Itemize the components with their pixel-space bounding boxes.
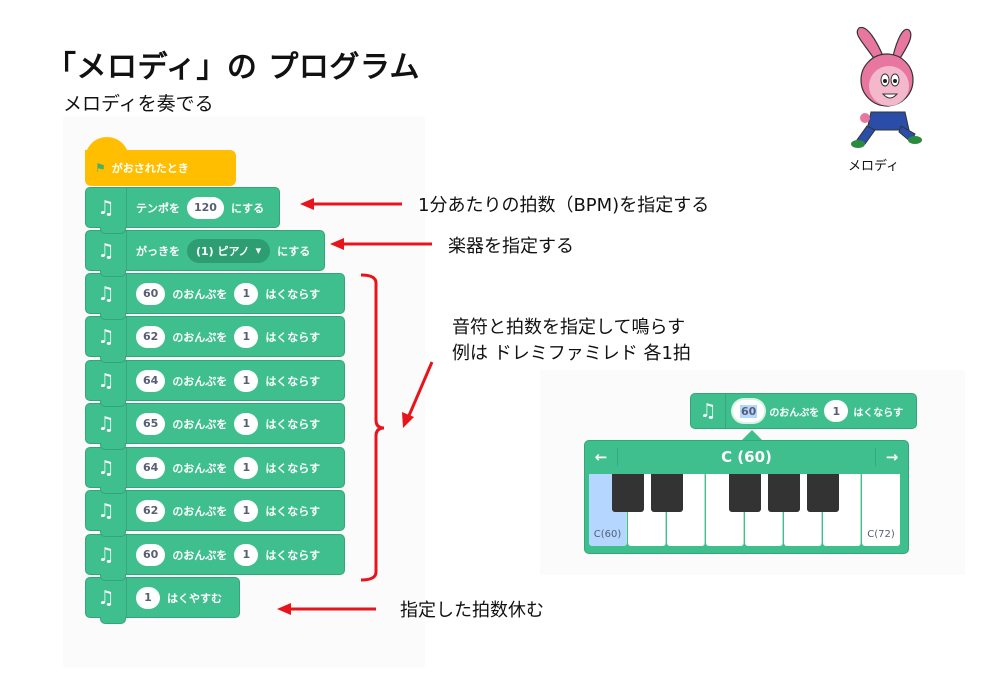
block-text: はくならす [265, 287, 321, 301]
key-label: C(60) [593, 529, 622, 540]
play-note-block[interactable]: ♫ 65 のおんぷを 1 はくならす [85, 403, 345, 450]
note-input[interactable]: 62 [136, 499, 166, 522]
note-input[interactable]: 64 [136, 369, 166, 392]
music-notes-icon: ♫ [86, 404, 127, 443]
beats-input[interactable]: 1 [234, 456, 259, 479]
page-title: 「メロディ」の プログラム [46, 50, 420, 85]
play-note-block[interactable]: ♫ 64 のおんぷを 1 はくならす [85, 360, 345, 407]
block-text: はくやすむ [167, 591, 222, 605]
piano-picker: ← C (60) → C(60) C(72) [584, 440, 909, 554]
green-flag-icon: ⚑ [95, 161, 106, 175]
tempo-input[interactable]: 120 [187, 196, 224, 219]
music-notes-icon: ♫ [86, 448, 127, 487]
instrument-value: (1) ピアノ [196, 244, 250, 258]
music-notes-icon: ♫ [691, 394, 726, 428]
note-input[interactable]: 65 [136, 412, 166, 435]
set-tempo-block[interactable]: ♫ テンポを 120 にする [85, 187, 280, 234]
block-text: のおんぷを [172, 330, 228, 344]
beats-input[interactable]: 1 [234, 412, 259, 435]
set-instrument-block[interactable]: ♫ がっきを (1) ピアノ ▾ にする [85, 230, 325, 277]
octave-down-arrow-icon[interactable]: ← [585, 448, 618, 466]
block-text: はくならす [265, 374, 321, 388]
beats-input[interactable]: 1 [234, 282, 259, 305]
octave-up-arrow-icon[interactable]: → [875, 448, 908, 466]
block-text: はくならす [853, 407, 904, 419]
when-flag-clicked-block[interactable]: ⚑ がおされたとき [85, 137, 236, 187]
block-text: のおんぷを [769, 407, 820, 419]
selected-note-label: C (60) [721, 448, 772, 466]
beats-input[interactable]: 1 [234, 369, 259, 392]
beats-input[interactable]: 1 [824, 400, 849, 422]
block-text: はくならす [265, 417, 321, 431]
notes-annotation-line1: 音符と拍数を指定して鳴らす [452, 317, 686, 338]
white-key-c72[interactable]: C(72) [862, 474, 900, 546]
block-text: はくならす [265, 504, 321, 518]
block-text: テンポを [136, 201, 180, 215]
play-note-block[interactable]: ♫ 60 のおんぷを 1 はくならす [85, 273, 345, 320]
key-label: C(72) [867, 529, 895, 540]
block-text: にする [230, 201, 265, 215]
note-input-selected[interactable]: 60 [733, 400, 765, 422]
black-key[interactable] [612, 474, 644, 512]
instrument-dropdown[interactable]: (1) ピアノ ▾ [187, 238, 271, 263]
black-key[interactable] [768, 474, 800, 512]
play-note-block[interactable]: ♫ 64 のおんぷを 1 はくならす [85, 447, 345, 494]
tempo-annotation: 1分あたりの拍数（BPM)を指定する [418, 195, 710, 216]
note-value: 60 [740, 404, 758, 418]
music-notes-icon: ♫ [86, 188, 127, 227]
mascot-name: メロディ [848, 159, 900, 174]
instrument-annotation: 楽器を指定する [448, 236, 574, 257]
block-text: のおんぷを [172, 417, 228, 431]
play-note-block[interactable]: ♫ 62 のおんぷを 1 はくならす [85, 316, 345, 363]
notes-annotation-line2: 例は ドレミファミレド 各1拍 [452, 343, 691, 364]
chevron-down-icon: ▾ [255, 244, 262, 257]
notes-arrow [406, 361, 434, 419]
beats-input[interactable]: 1 [234, 543, 259, 566]
play-note-block[interactable]: ♫ 62 のおんぷを 1 はくならす [85, 490, 345, 537]
music-notes-icon: ♫ [86, 231, 127, 270]
black-key[interactable] [729, 474, 761, 512]
music-notes-icon: ♫ [86, 317, 127, 356]
piano-keys: C(60) C(72) [589, 474, 904, 546]
hat-label: がおされたとき [111, 162, 189, 175]
music-notes-icon: ♫ [86, 361, 127, 400]
block-text: のおんぷを [172, 504, 228, 518]
page-subtitle: メロディを奏でる [63, 93, 214, 115]
beats-input[interactable]: 1 [234, 325, 259, 348]
block-text: にする [277, 244, 311, 258]
play-note-block-example[interactable]: ♫ 60 のおんぷを 1 はくならす [690, 393, 917, 429]
black-key[interactable] [651, 474, 683, 512]
mascot-rabbit-icon [851, 26, 922, 148]
rest-block[interactable]: ♫ 1 はくやすむ [85, 577, 240, 624]
music-notes-icon: ♫ [86, 535, 127, 574]
beats-input[interactable]: 1 [234, 499, 259, 522]
block-text: がっきを [136, 244, 180, 258]
block-text: のおんぷを [172, 461, 228, 475]
block-text: のおんぷを [172, 374, 228, 388]
block-text: はくならす [265, 330, 321, 344]
block-text: のおんぷを [172, 548, 228, 562]
block-text: はくならす [265, 461, 321, 475]
popup-pointer [742, 430, 762, 440]
music-notes-icon: ♫ [86, 491, 127, 530]
play-note-block[interactable]: ♫ 60 のおんぷを 1 はくならす [85, 534, 345, 581]
black-key[interactable] [807, 474, 839, 512]
rest-annotation: 指定した拍数休む [400, 600, 544, 621]
notes-bracket [360, 273, 385, 582]
block-text: はくならす [265, 548, 321, 562]
note-input[interactable]: 62 [136, 325, 166, 348]
music-notes-icon: ♫ [86, 578, 127, 617]
note-input[interactable]: 60 [136, 543, 166, 566]
rest-beats-input[interactable]: 1 [136, 586, 160, 609]
note-input[interactable]: 60 [136, 282, 166, 305]
note-input[interactable]: 64 [136, 456, 166, 479]
music-notes-icon: ♫ [86, 274, 127, 313]
block-text: のおんぷを [172, 287, 228, 301]
